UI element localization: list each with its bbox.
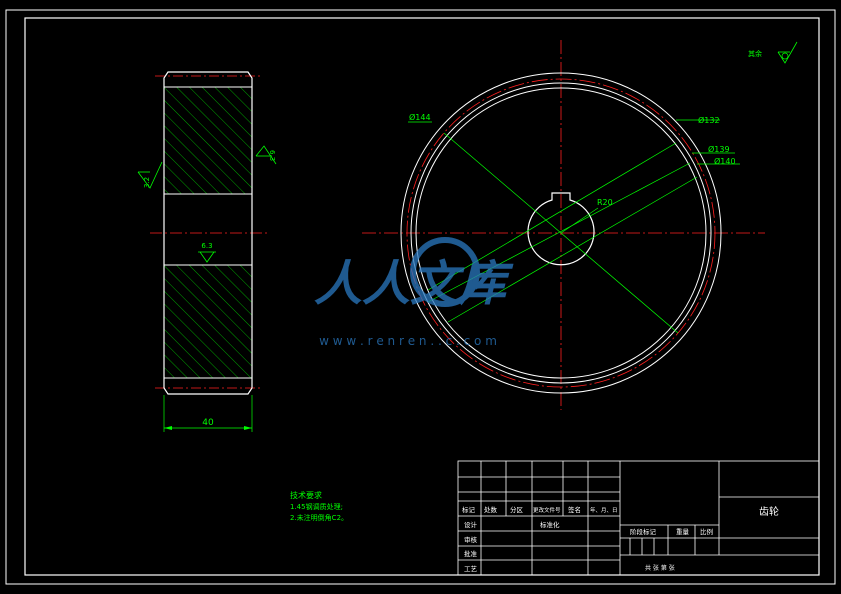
tb-process: 工艺 [464,565,478,573]
gear-side-outline [163,71,253,395]
inner-border [24,17,820,576]
tb-sheet: 共 张 第 张 [645,564,675,572]
dim-d132: Ø132 [698,115,720,125]
hatch-lower [164,265,252,378]
tb-approve: 批准 [464,549,478,558]
tb-change-doc: 更改文件号 [533,506,561,514]
dim-d139: Ø139 [708,144,730,154]
tech-note-1: 1.45钢调质处理; [290,502,343,511]
tech-notes-title: 技术要求 [290,490,322,500]
tb-review: 审核 [464,535,478,544]
roughness-right: 6.3 [268,150,276,161]
watermark-text: 人人文库 [314,256,514,312]
technical-notes: 技术要求 1.45钢调质处理; 2.未注明倒角C2。 [290,490,348,522]
tb-zone: 分区 [510,505,524,514]
tb-part-name: 齿轮 [759,505,779,518]
circle-pitch [406,78,716,388]
dim-d140: Ø140 [714,156,736,166]
roughness-general-label: 其余 [748,49,762,58]
tb-mark: 标记 [462,505,476,514]
hatch-upper [164,87,252,194]
tb-weight: 重量 [676,528,690,536]
outer-border [5,9,836,585]
tech-note-2: 2.未注明倒角C2。 [290,513,348,522]
tb-stage: 阶段标记 [630,527,657,536]
roughness-bore: 6.3 [201,242,212,250]
watermark-url: w w w . r e n r e n . . c . c o m [319,334,497,348]
roughness-left: 3.2 [143,177,151,188]
title-block [457,460,820,576]
tb-sign: 签名 [568,505,581,514]
width-dimension: 40 [202,418,214,428]
tb-date: 年、月、日 [590,506,618,514]
bore-keyway [527,192,595,266]
tb-count: 处数 [484,505,498,514]
general-roughness: 其余 [748,41,798,64]
circle-tip [400,72,722,394]
side-section-view: 40 3.2 6.3 6.3 [137,71,277,432]
dim-r20: R20 [597,198,613,207]
circle-root-outer [410,82,712,384]
dim-d144: Ø144 [409,112,431,122]
front-view: Ø144 Ø132 Ø139 Ø140 R20 [362,40,765,410]
circle-root [415,87,707,379]
title-block-text: 标记 处数 分区 更改文件号 签名 年、月、日 设计 标准化 审核 工艺 批准 … [462,505,779,573]
tb-design: 设计 [464,520,478,529]
tb-scale: 比例 [700,527,713,536]
watermark: 人人文库 w w w . r e n r e n . . c . c o m [314,237,514,348]
tb-standardize: 标准化 [540,520,560,529]
